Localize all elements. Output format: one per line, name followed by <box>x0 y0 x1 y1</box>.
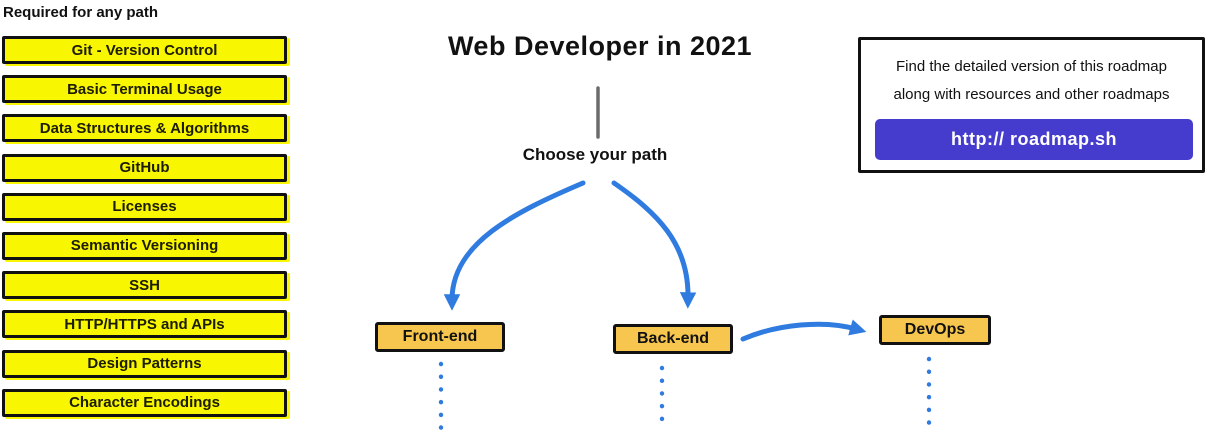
topic-http-https-apis[interactable]: HTTP/HTTPS and APIs <box>2 310 287 339</box>
page-title: Web Developer in 2021 <box>447 31 753 61</box>
topic-design-patterns[interactable]: Design Patterns <box>2 349 287 378</box>
choose-your-path-label: Choose your path <box>522 145 668 164</box>
info-panel-text-line1: Find the detailed version of this roadma… <box>896 58 1167 75</box>
info-panel: Find the detailed version of this roadma… <box>858 37 1205 173</box>
node-back-end[interactable]: Back-end <box>613 324 733 354</box>
required-topics-list: Git - Version Control Basic Terminal Usa… <box>2 36 287 428</box>
topic-character-encodings[interactable]: Character Encodings <box>2 388 287 417</box>
topic-data-structures-algorithms[interactable]: Data Structures & Algorithms <box>2 114 287 143</box>
topic-ssh[interactable]: SSH <box>2 271 287 300</box>
node-front-end[interactable]: Front-end <box>375 322 505 352</box>
arrow-backend-to-devops <box>740 319 867 342</box>
topic-git-version-control[interactable]: Git - Version Control <box>2 36 287 64</box>
roadmap-url-button[interactable]: http:// roadmap.sh <box>875 119 1193 160</box>
required-topics-heading: Required for any path <box>3 4 159 21</box>
topic-basic-terminal-usage[interactable]: Basic Terminal Usage <box>2 75 287 104</box>
arrow-to-frontend <box>443 180 586 311</box>
arrow-to-backend <box>611 180 697 309</box>
topic-github[interactable]: GitHub <box>2 153 287 182</box>
topic-licenses[interactable]: Licenses <box>2 192 287 221</box>
topic-semantic-versioning[interactable]: Semantic Versioning <box>2 231 287 260</box>
node-devops[interactable]: DevOps <box>879 315 991 345</box>
info-panel-text-line2: along with resources and other roadmaps <box>893 86 1170 103</box>
